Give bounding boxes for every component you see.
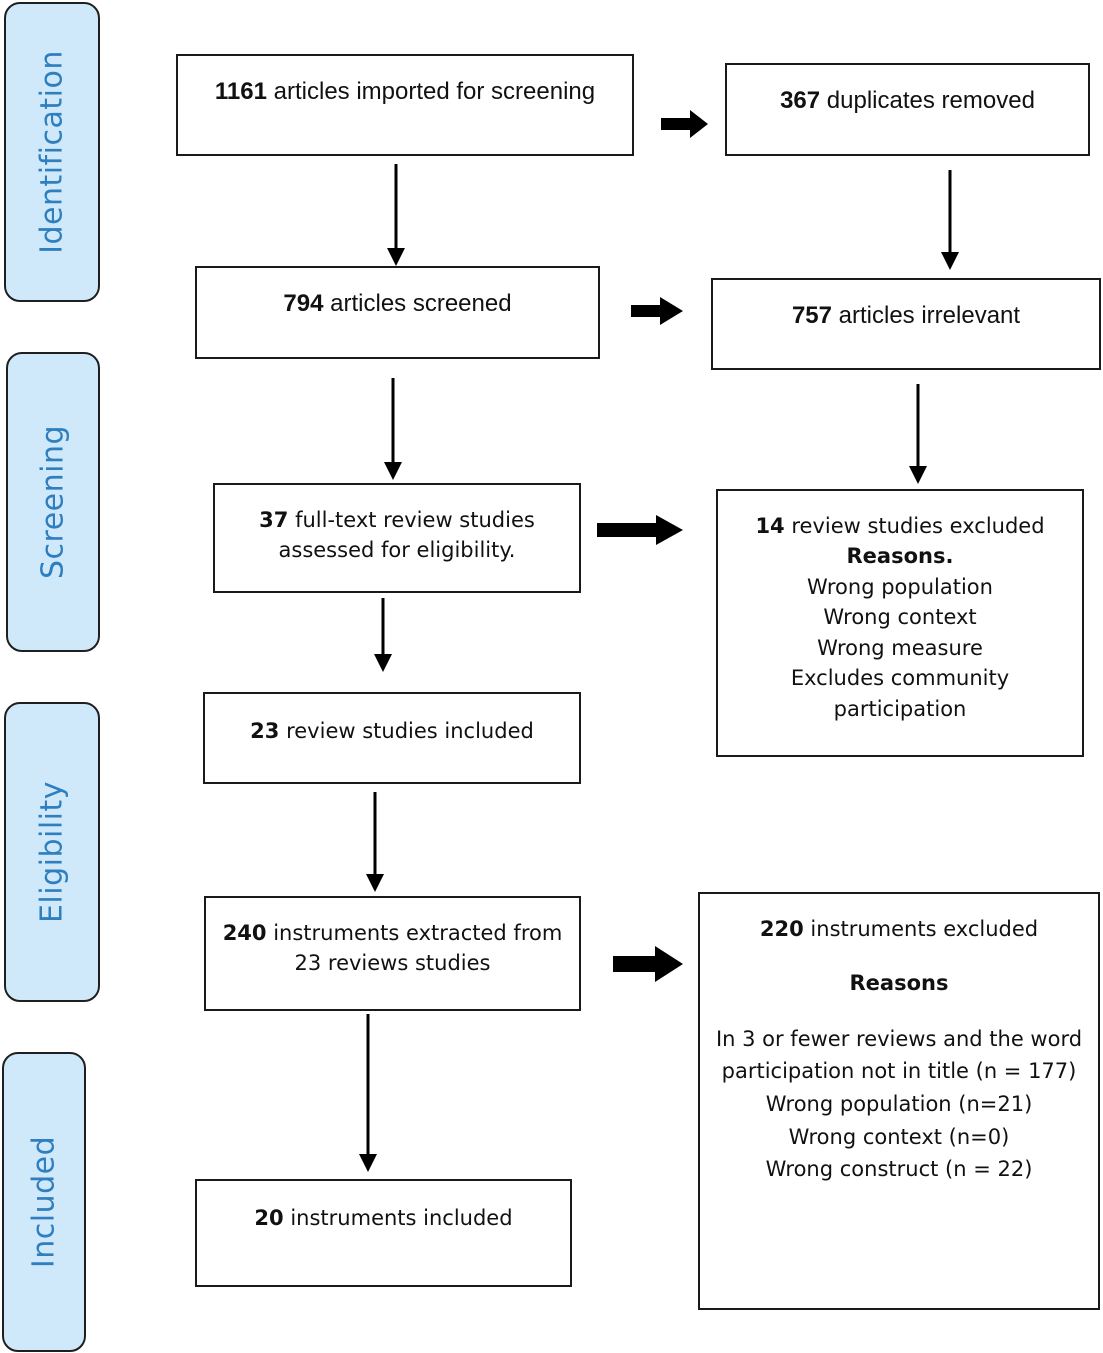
- duplicates-count: 367: [780, 87, 821, 114]
- reviews-excluded-reason: Wrong measure: [817, 635, 983, 660]
- screened-count: 794: [283, 290, 324, 317]
- down-arrow-irrelevant-to-excluded: [909, 384, 927, 484]
- fulltext-text-line2: assessed for eligibility.: [278, 538, 516, 563]
- down-arrow-screened-to-fulltext: [384, 378, 402, 480]
- irrelevant-text: articles irrelevant: [838, 302, 1021, 329]
- imported-count: 1161: [214, 78, 267, 105]
- box-articles-screened: 794 articles screened: [195, 266, 600, 359]
- phase-included: Included: [2, 1052, 86, 1352]
- phase-eligibility: Eligibility: [4, 702, 100, 1002]
- right-arrow-imported-to-duplicates: [661, 110, 708, 138]
- reviews-excluded-reason: Wrong context: [823, 605, 977, 630]
- instruments-excluded-reasons-label: Reasons: [849, 971, 949, 996]
- instruments-excluded-reason: participation not in title (n = 177): [721, 1059, 1077, 1084]
- reviews-excluded-reasons-label: Reasons.: [846, 544, 954, 569]
- down-arrow-extracted-to-instruments-included: [359, 1014, 377, 1172]
- down-arrow-duplicates-to-irrelevant: [941, 170, 959, 270]
- instruments-excluded-count: 220: [759, 917, 804, 941]
- box-fulltext-assessed: 37 full-text review studies assessed for…: [213, 483, 581, 593]
- phase-identification: Identification: [4, 2, 100, 302]
- reviews-included-count: 23: [250, 719, 280, 743]
- reviews-excluded-count: 14: [755, 514, 785, 538]
- instruments-excluded-text: instruments excluded: [810, 917, 1039, 941]
- down-arrow-included-to-extracted: [366, 792, 384, 892]
- fulltext-text-line1: full-text review studies: [295, 508, 535, 532]
- right-arrow-extracted-to-excluded: [613, 946, 683, 982]
- instruments-excluded-reason: In 3 or fewer reviews and the word: [715, 1026, 1083, 1051]
- fulltext-count: 37: [259, 508, 289, 532]
- down-arrow-imported-to-screened: [387, 164, 405, 266]
- box-review-studies-included: 23 review studies included: [203, 692, 581, 784]
- box-duplicates-removed: 367 duplicates removed: [725, 63, 1090, 156]
- right-arrow-screened-to-irrelevant: [631, 297, 683, 325]
- reviews-excluded-reason: participation: [833, 696, 967, 721]
- box-instruments-included: 20 instruments included: [195, 1179, 572, 1287]
- down-arrow-fulltext-to-included: [374, 598, 392, 672]
- extracted-count: 240: [222, 921, 267, 945]
- instruments-excluded-reason: Wrong context (n=0): [788, 1124, 1010, 1149]
- irrelevant-count: 757: [791, 302, 832, 329]
- right-arrow-fulltext-to-excluded: [597, 515, 683, 545]
- extracted-text-line2: 23 reviews studies: [294, 951, 491, 976]
- reviews-included-text: review studies included: [286, 719, 534, 743]
- imported-text: articles imported for screening: [273, 78, 596, 105]
- instruments-included-count: 20: [254, 1206, 284, 1230]
- instruments-excluded-reason: Wrong population (n=21): [765, 1091, 1033, 1116]
- box-review-studies-excluded: 14 review studies excluded Reasons. Wron…: [716, 489, 1084, 757]
- reviews-excluded-text: review studies excluded: [791, 514, 1045, 538]
- reviews-excluded-reason: Excludes community: [790, 666, 1010, 691]
- reviews-excluded-reason: Wrong population: [807, 574, 993, 599]
- instruments-excluded-reason: Wrong construct (n = 22): [765, 1157, 1033, 1182]
- box-articles-irrelevant: 757 articles irrelevant: [711, 278, 1101, 370]
- box-articles-imported: 1161 articles imported for screening: [176, 54, 634, 156]
- box-instruments-extracted: 240 instruments extracted from 23 review…: [204, 896, 581, 1011]
- screened-text: articles screened: [330, 290, 512, 317]
- instruments-included-text: instruments included: [290, 1206, 513, 1230]
- box-instruments-excluded: 220 instruments excluded Reasons In 3 or…: [698, 892, 1100, 1310]
- duplicates-text: duplicates removed: [826, 87, 1035, 114]
- phase-screening: Screening: [6, 352, 100, 652]
- extracted-text-line1: instruments extracted from: [273, 921, 563, 945]
